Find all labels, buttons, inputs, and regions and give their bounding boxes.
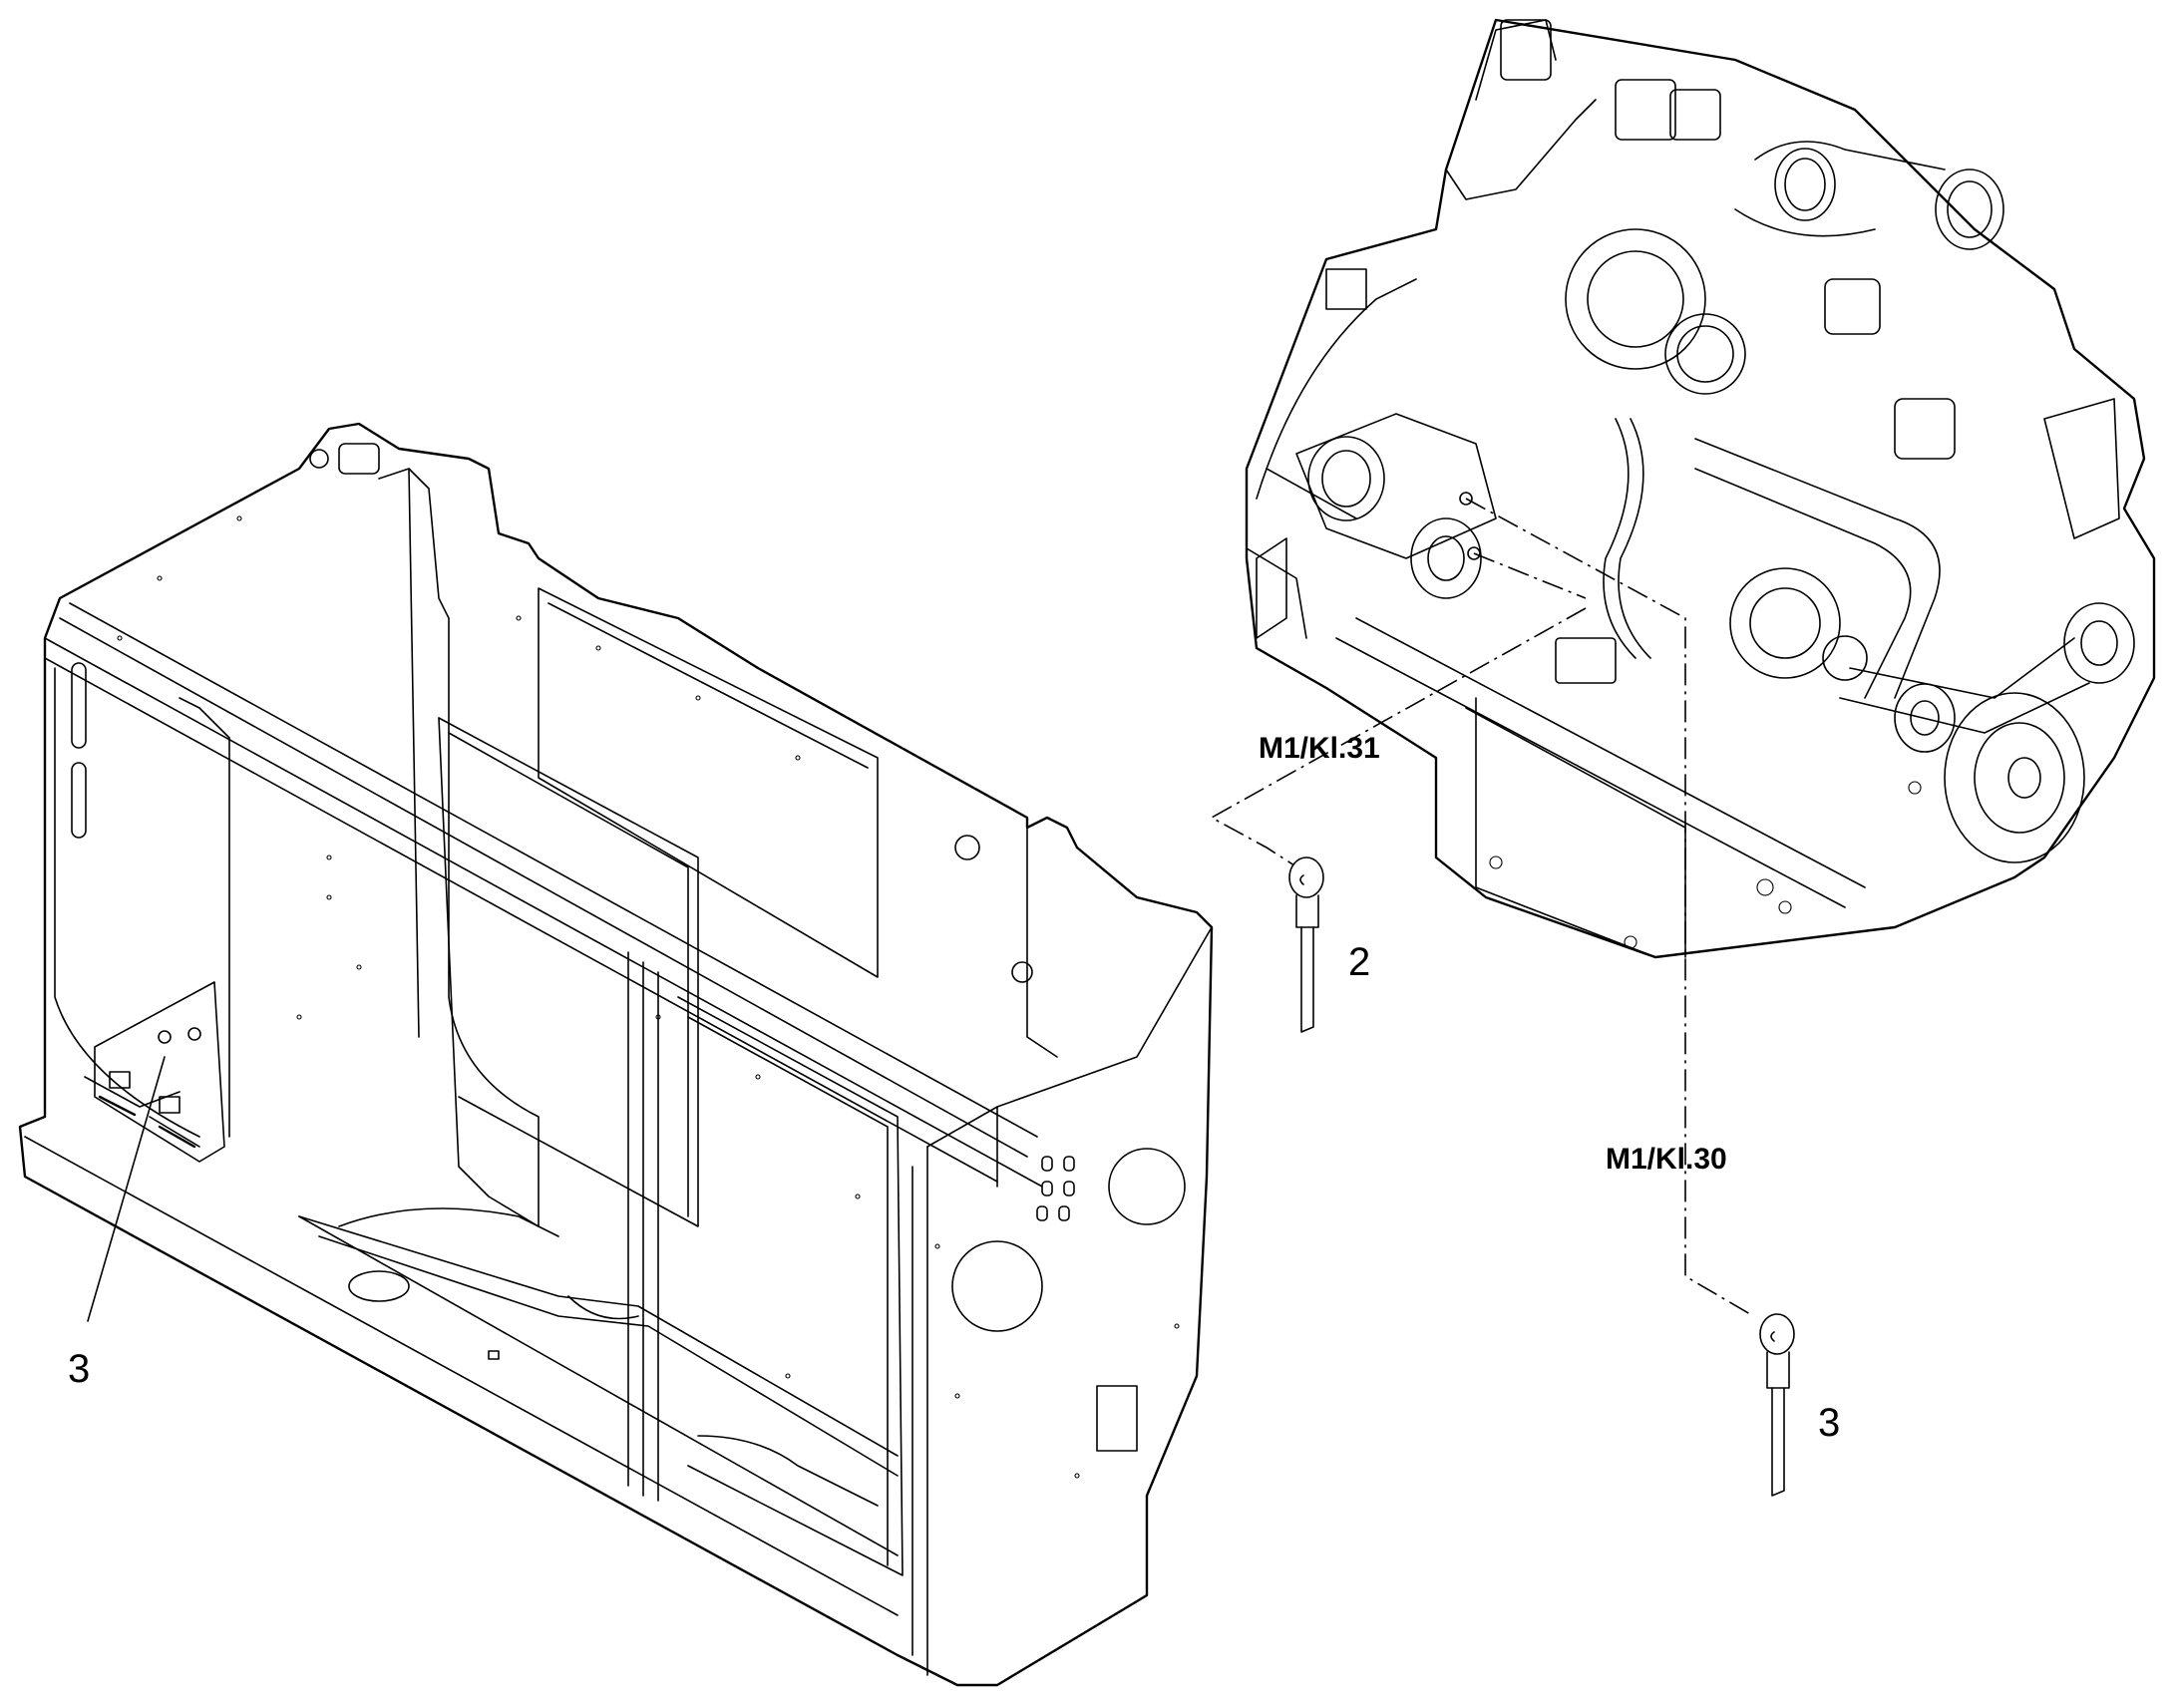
callout-number-3-frame: 3 [68,1347,90,1391]
alternator [1729,567,1868,681]
callout-number-3-cable: 3 [1818,1401,1840,1445]
connection-leader-lines [1210,498,1751,1315]
crankshaft-pulley [1839,602,2135,863]
terminal-label-kl31: M1/Kl.31 [1259,732,1380,765]
battery-cable-2 [1288,856,1324,1033]
terminal-label-kl30: M1/Kl.30 [1606,1143,1727,1176]
battery-tray [84,981,225,1163]
callout-3-leader [87,1056,166,1322]
starter-motor [1295,413,1497,599]
engine-assembly [1245,18,2156,959]
callout-number-2: 2 [1348,940,1370,984]
battery-cable-3 [1759,1313,1795,1497]
chassis-frame [18,422,1214,1687]
